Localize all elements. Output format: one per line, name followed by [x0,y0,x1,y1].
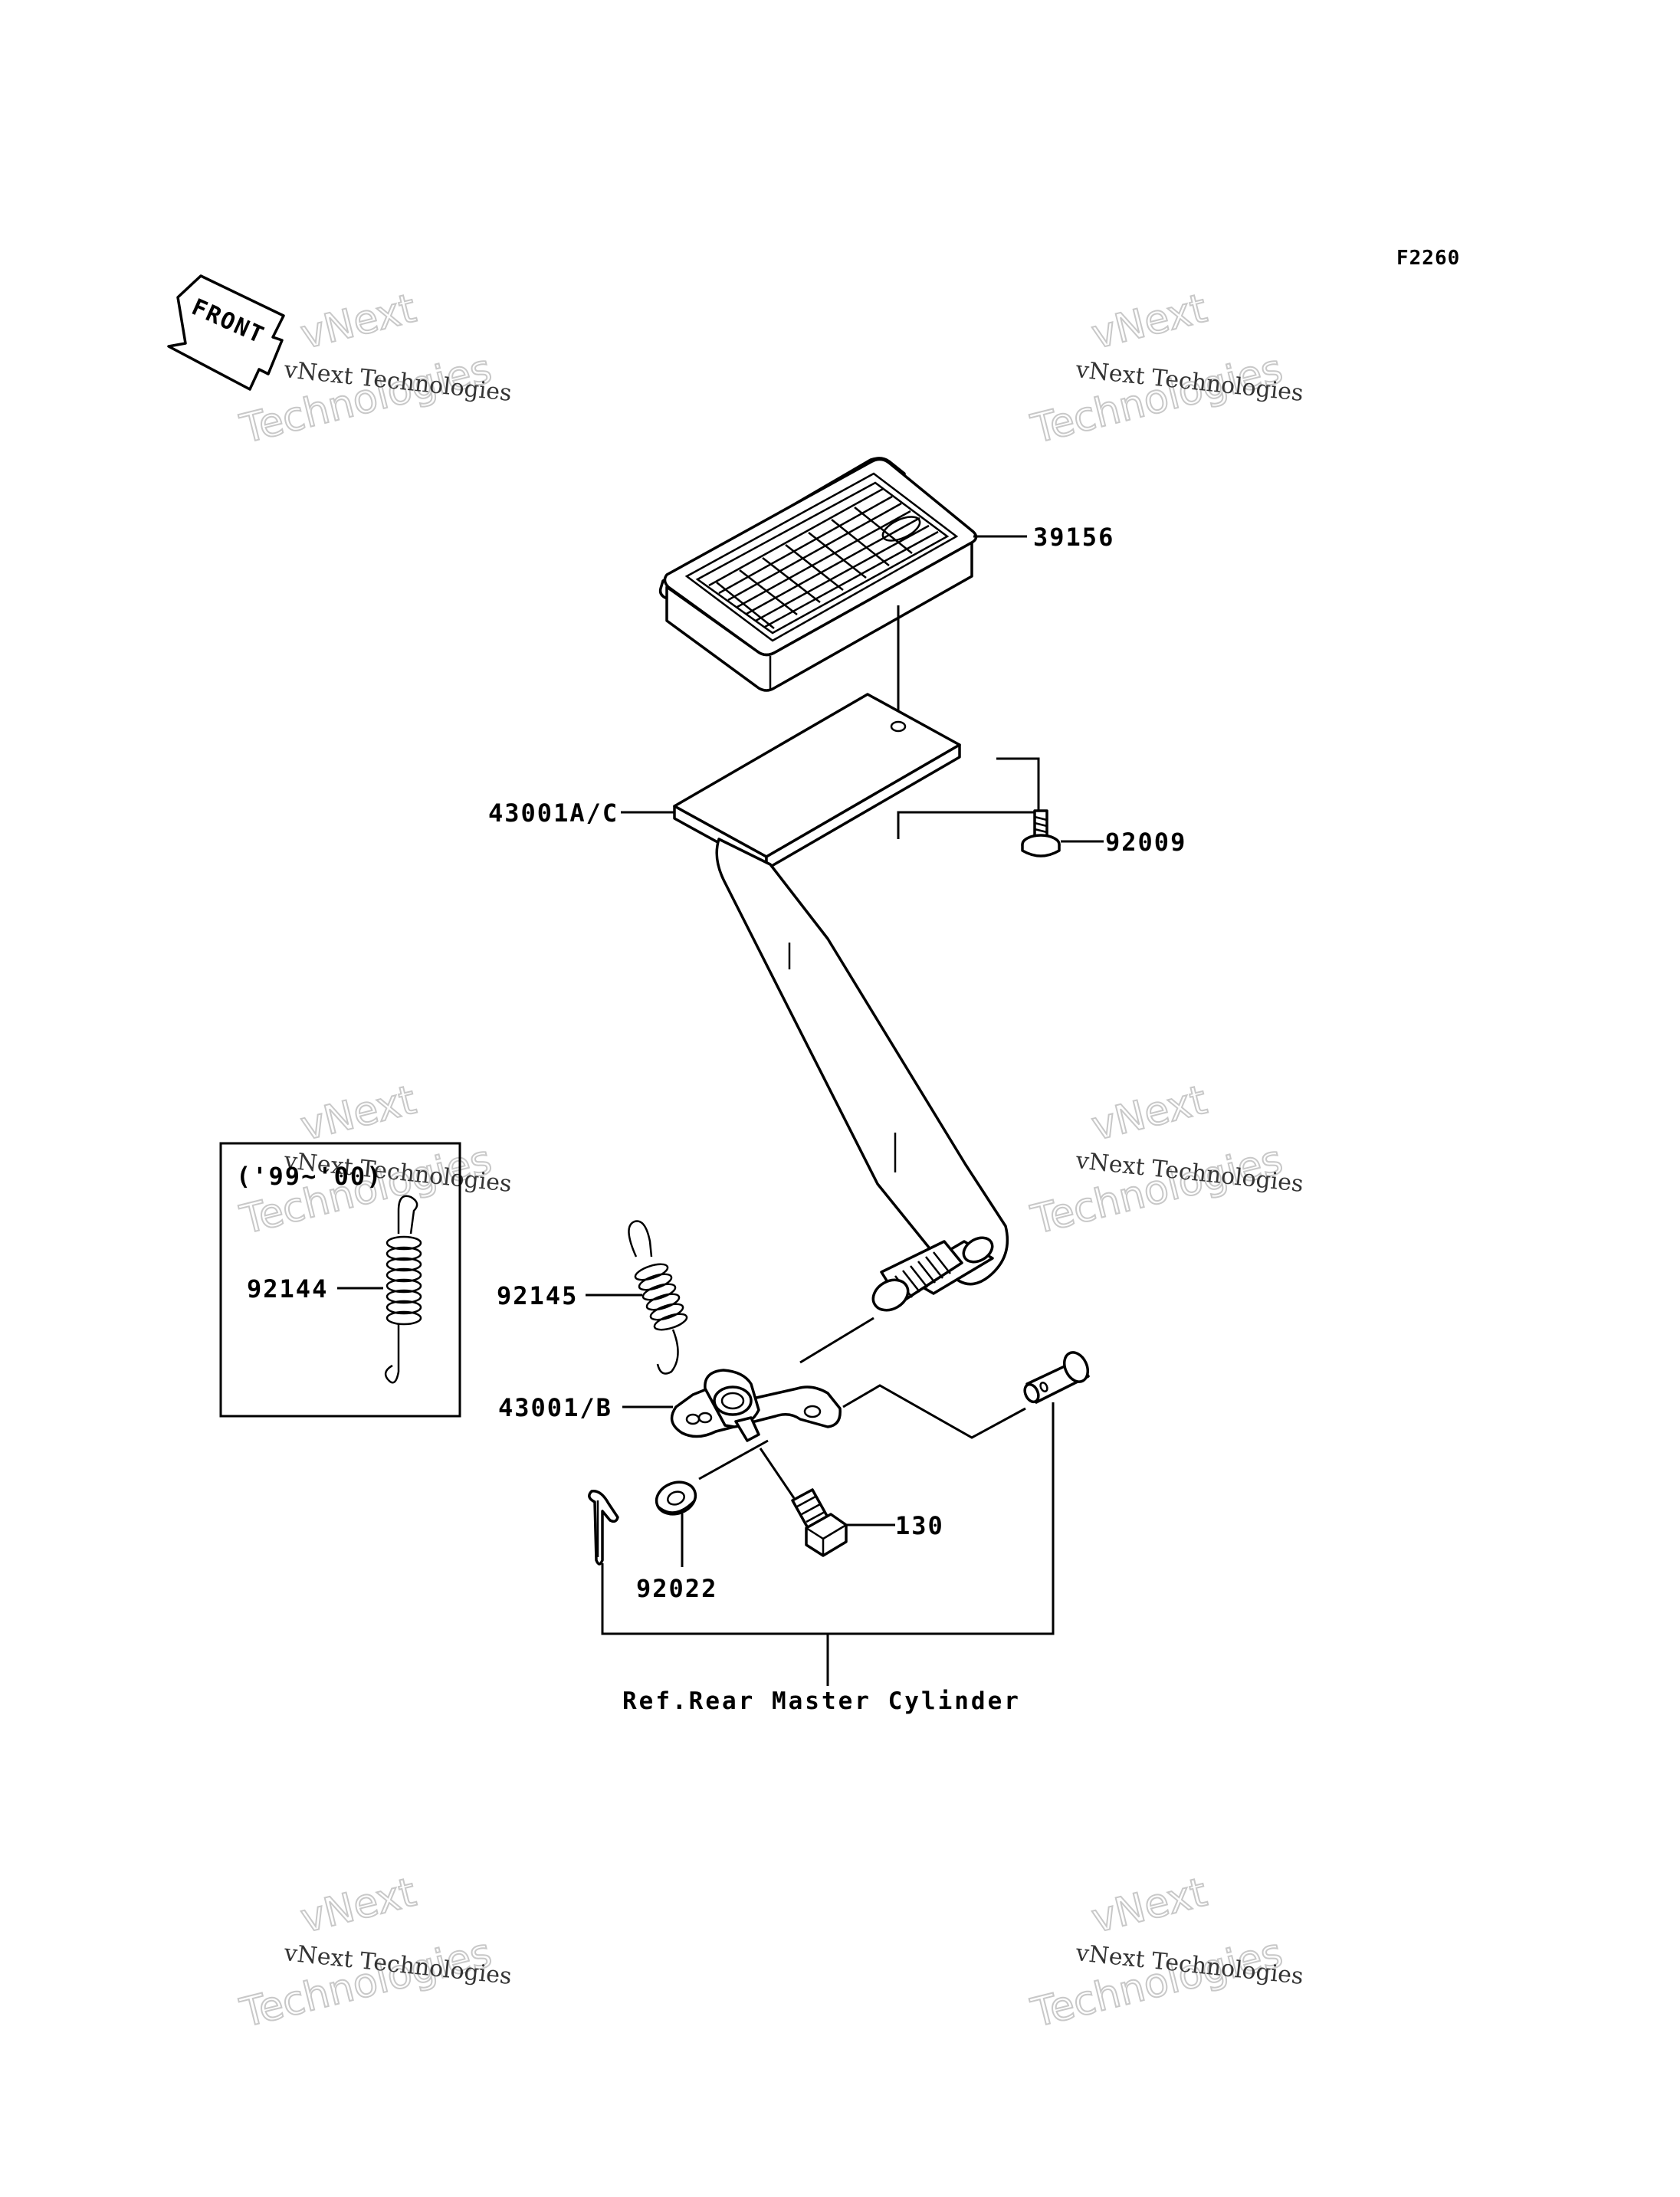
watermark-bottom-left: vNext Technologies vNext Technologies [235,1869,514,2038]
watermark-mid-right: vNext Technologies vNext Technologies [1026,1077,1305,1244]
pedal-pad-part [658,457,978,692]
label-92022: 92022 [636,1574,717,1603]
watermark-top-right: vNext Technologies vNext Technologies [1026,285,1305,454]
watermark-mid-left: vNext Technologies vNext Technologies [235,1077,514,1244]
watermark-bottom-right: vNext Technologies vNext Technologies [1026,1869,1305,2038]
svg-text:vNext: vNext [1088,286,1212,359]
bolt-130-part [791,1488,848,1557]
pedal-lever-part [670,1369,842,1442]
label-39156: 39156 [1033,523,1114,552]
svg-text:vNext: vNext [297,286,421,359]
reference-note: Ref.Rear Master Cylinder [622,1687,1021,1715]
svg-text:vNext: vNext [1088,1077,1212,1150]
svg-text:vNext: vNext [297,1077,421,1150]
watermark-top-left: vNext Technologies vNext Technologies [235,285,514,454]
svg-text:vNext: vNext [1088,1870,1212,1943]
cotter-pin-part [588,1490,619,1566]
spring-92144-part [384,1195,422,1384]
label-130: 130 [895,1511,944,1540]
svg-text:vNext: vNext [297,1870,421,1943]
diagram-code: F2260 [1396,247,1460,270]
alt-spring-box [219,1142,461,1418]
clevis-pin-part [1023,1351,1090,1404]
pedal-arm-part [673,693,1009,1312]
bolt-92009-part [1021,809,1061,857]
spring-92145-part [628,1220,688,1375]
alt-spring-years: ('99~'00) [236,1162,382,1191]
front-arrow-icon: FRONT [167,274,285,391]
label-92145: 92145 [497,1281,578,1310]
label-92009: 92009 [1105,828,1186,857]
label-92144: 92144 [247,1274,328,1303]
label-43001ac: 43001A/C [488,798,619,828]
label-43001b: 43001/B [498,1393,612,1422]
washer-92022-part [655,1481,697,1516]
